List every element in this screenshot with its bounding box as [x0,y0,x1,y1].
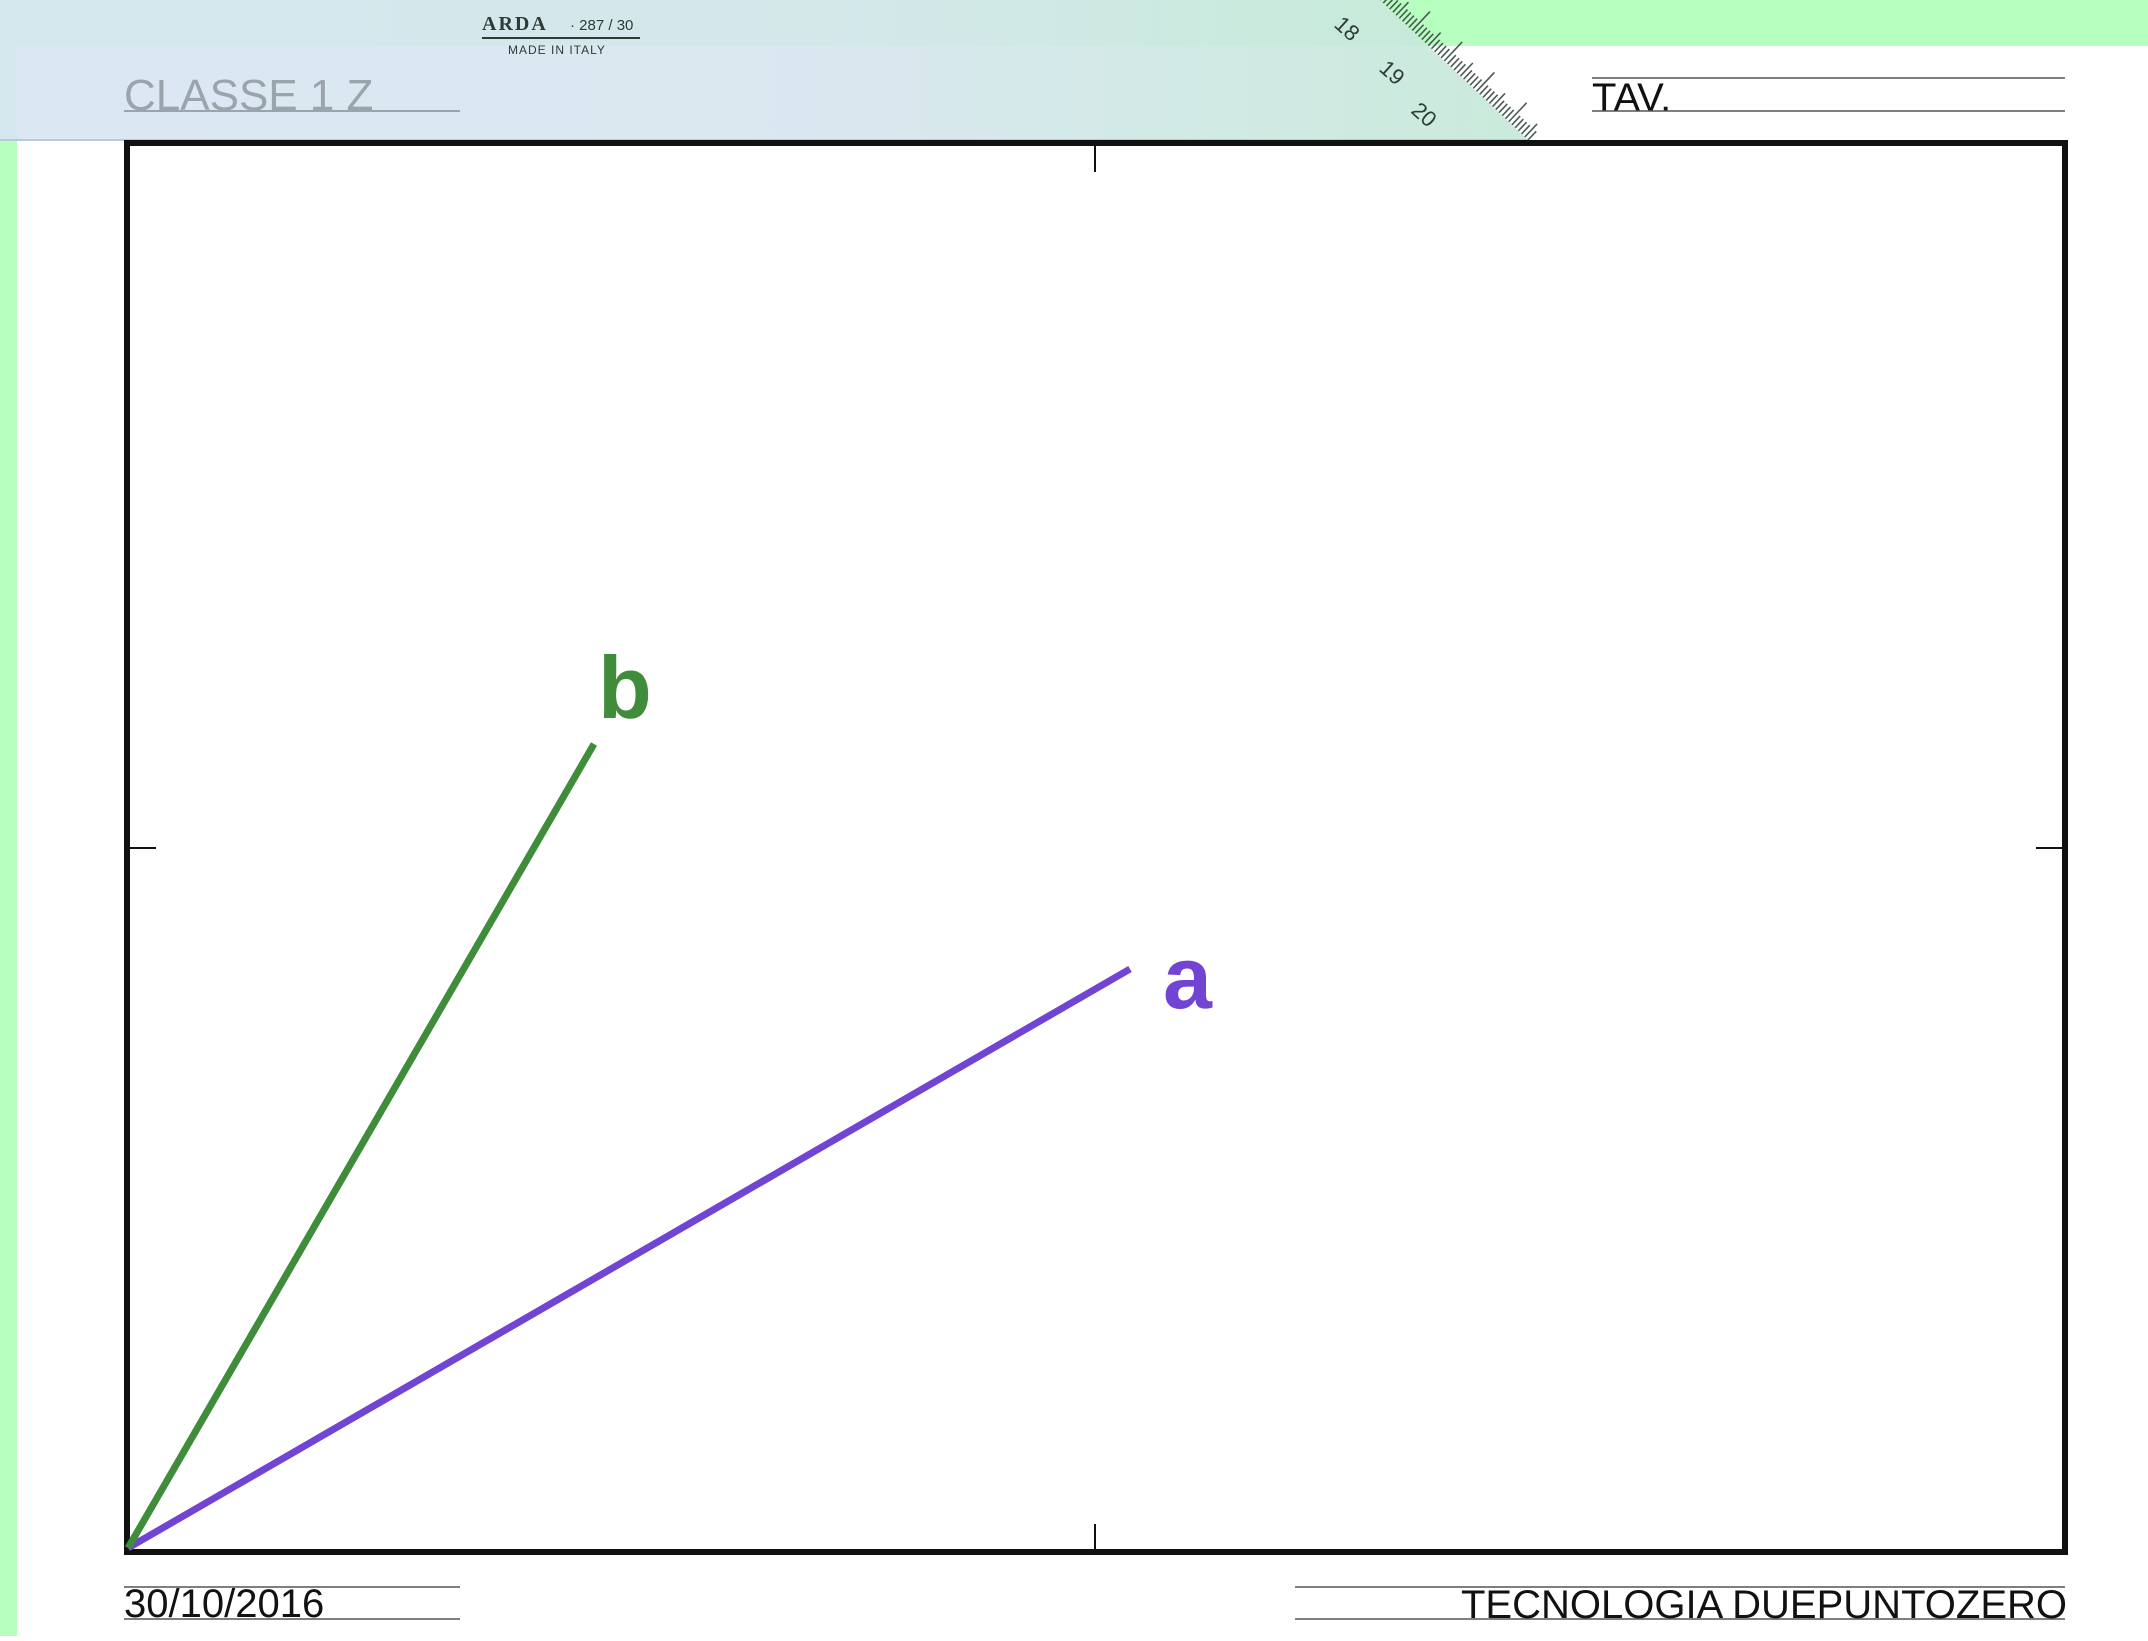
ruler-tick [1405,15,1415,25]
ruler-tick [1498,103,1508,114]
ruler-tick [1385,0,1394,7]
ruler-tick [1501,106,1512,117]
ruler-tick [1427,32,1442,47]
ruler-tick [1450,57,1460,68]
segment-b-label: b [598,638,652,737]
ruler-tick [1395,1,1410,16]
ruler-tick [1485,91,1496,101]
ruler-tick [1408,18,1418,28]
left-green-strip [0,0,17,1636]
ruler-scale-ticks [1380,0,1538,141]
ruler-tick [1504,109,1515,120]
ruler-tick [1466,72,1476,83]
ruler-tick [1469,75,1479,86]
segment-b [124,742,598,1550]
ruler-tick [1453,60,1463,71]
ruler-tick [1401,12,1412,22]
ruler-tick [1495,100,1505,111]
ruler-tick [1392,2,1402,13]
ruler-tick [1517,121,1528,132]
ruler-tick [1514,118,1524,129]
ruler-tick [1520,124,1531,135]
ruler-tick [1508,102,1528,123]
tav-label: TAV. [1592,76,1671,120]
ruler-tick [1456,63,1467,74]
ruler-tick [1527,130,1537,141]
ruler-tick [1411,10,1431,31]
ruler-tick [1430,39,1441,50]
ruler-tick [1389,0,1399,10]
ruler-tick [1524,123,1538,138]
ruler-tick [1437,45,1447,56]
drawing-frame [124,140,2068,1555]
ruler-tick [1459,62,1474,77]
ruler-tick [1479,85,1489,95]
ruler-brand: ARDA [482,13,548,35]
ruler-tick [1475,71,1495,92]
ruler-tick [1440,48,1450,59]
ruler-tick [1424,33,1434,44]
ruler-tick [1414,24,1425,35]
ruler-tick [1463,69,1473,80]
class-label: CLASSE 1 Z [124,71,373,120]
footer-brand: TECNOLOGIA DUEPUNTOZERO [1461,1583,2067,1627]
ruler-origin: MADE IN ITALY [508,43,606,57]
ruler-tick [1382,0,1388,4]
ruler-tick [1446,54,1457,65]
segment-a-label: a [1163,928,1213,1027]
ruler-model: · 287 / 30 [570,17,633,34]
ruler-tick [1482,88,1492,98]
ruler-body [0,0,1528,140]
ruler-tick [1398,8,1409,19]
ruler-tick [1511,115,1521,126]
ruler-tick [1492,92,1506,108]
ruler-tick [1418,27,1428,38]
ruler-tick [1488,94,1499,105]
ruler-tick [1472,78,1483,89]
ruler-tick [1421,30,1431,41]
ruler-tick [1443,41,1463,62]
ruler-tick [1434,42,1444,53]
segment-a [126,965,1132,1552]
